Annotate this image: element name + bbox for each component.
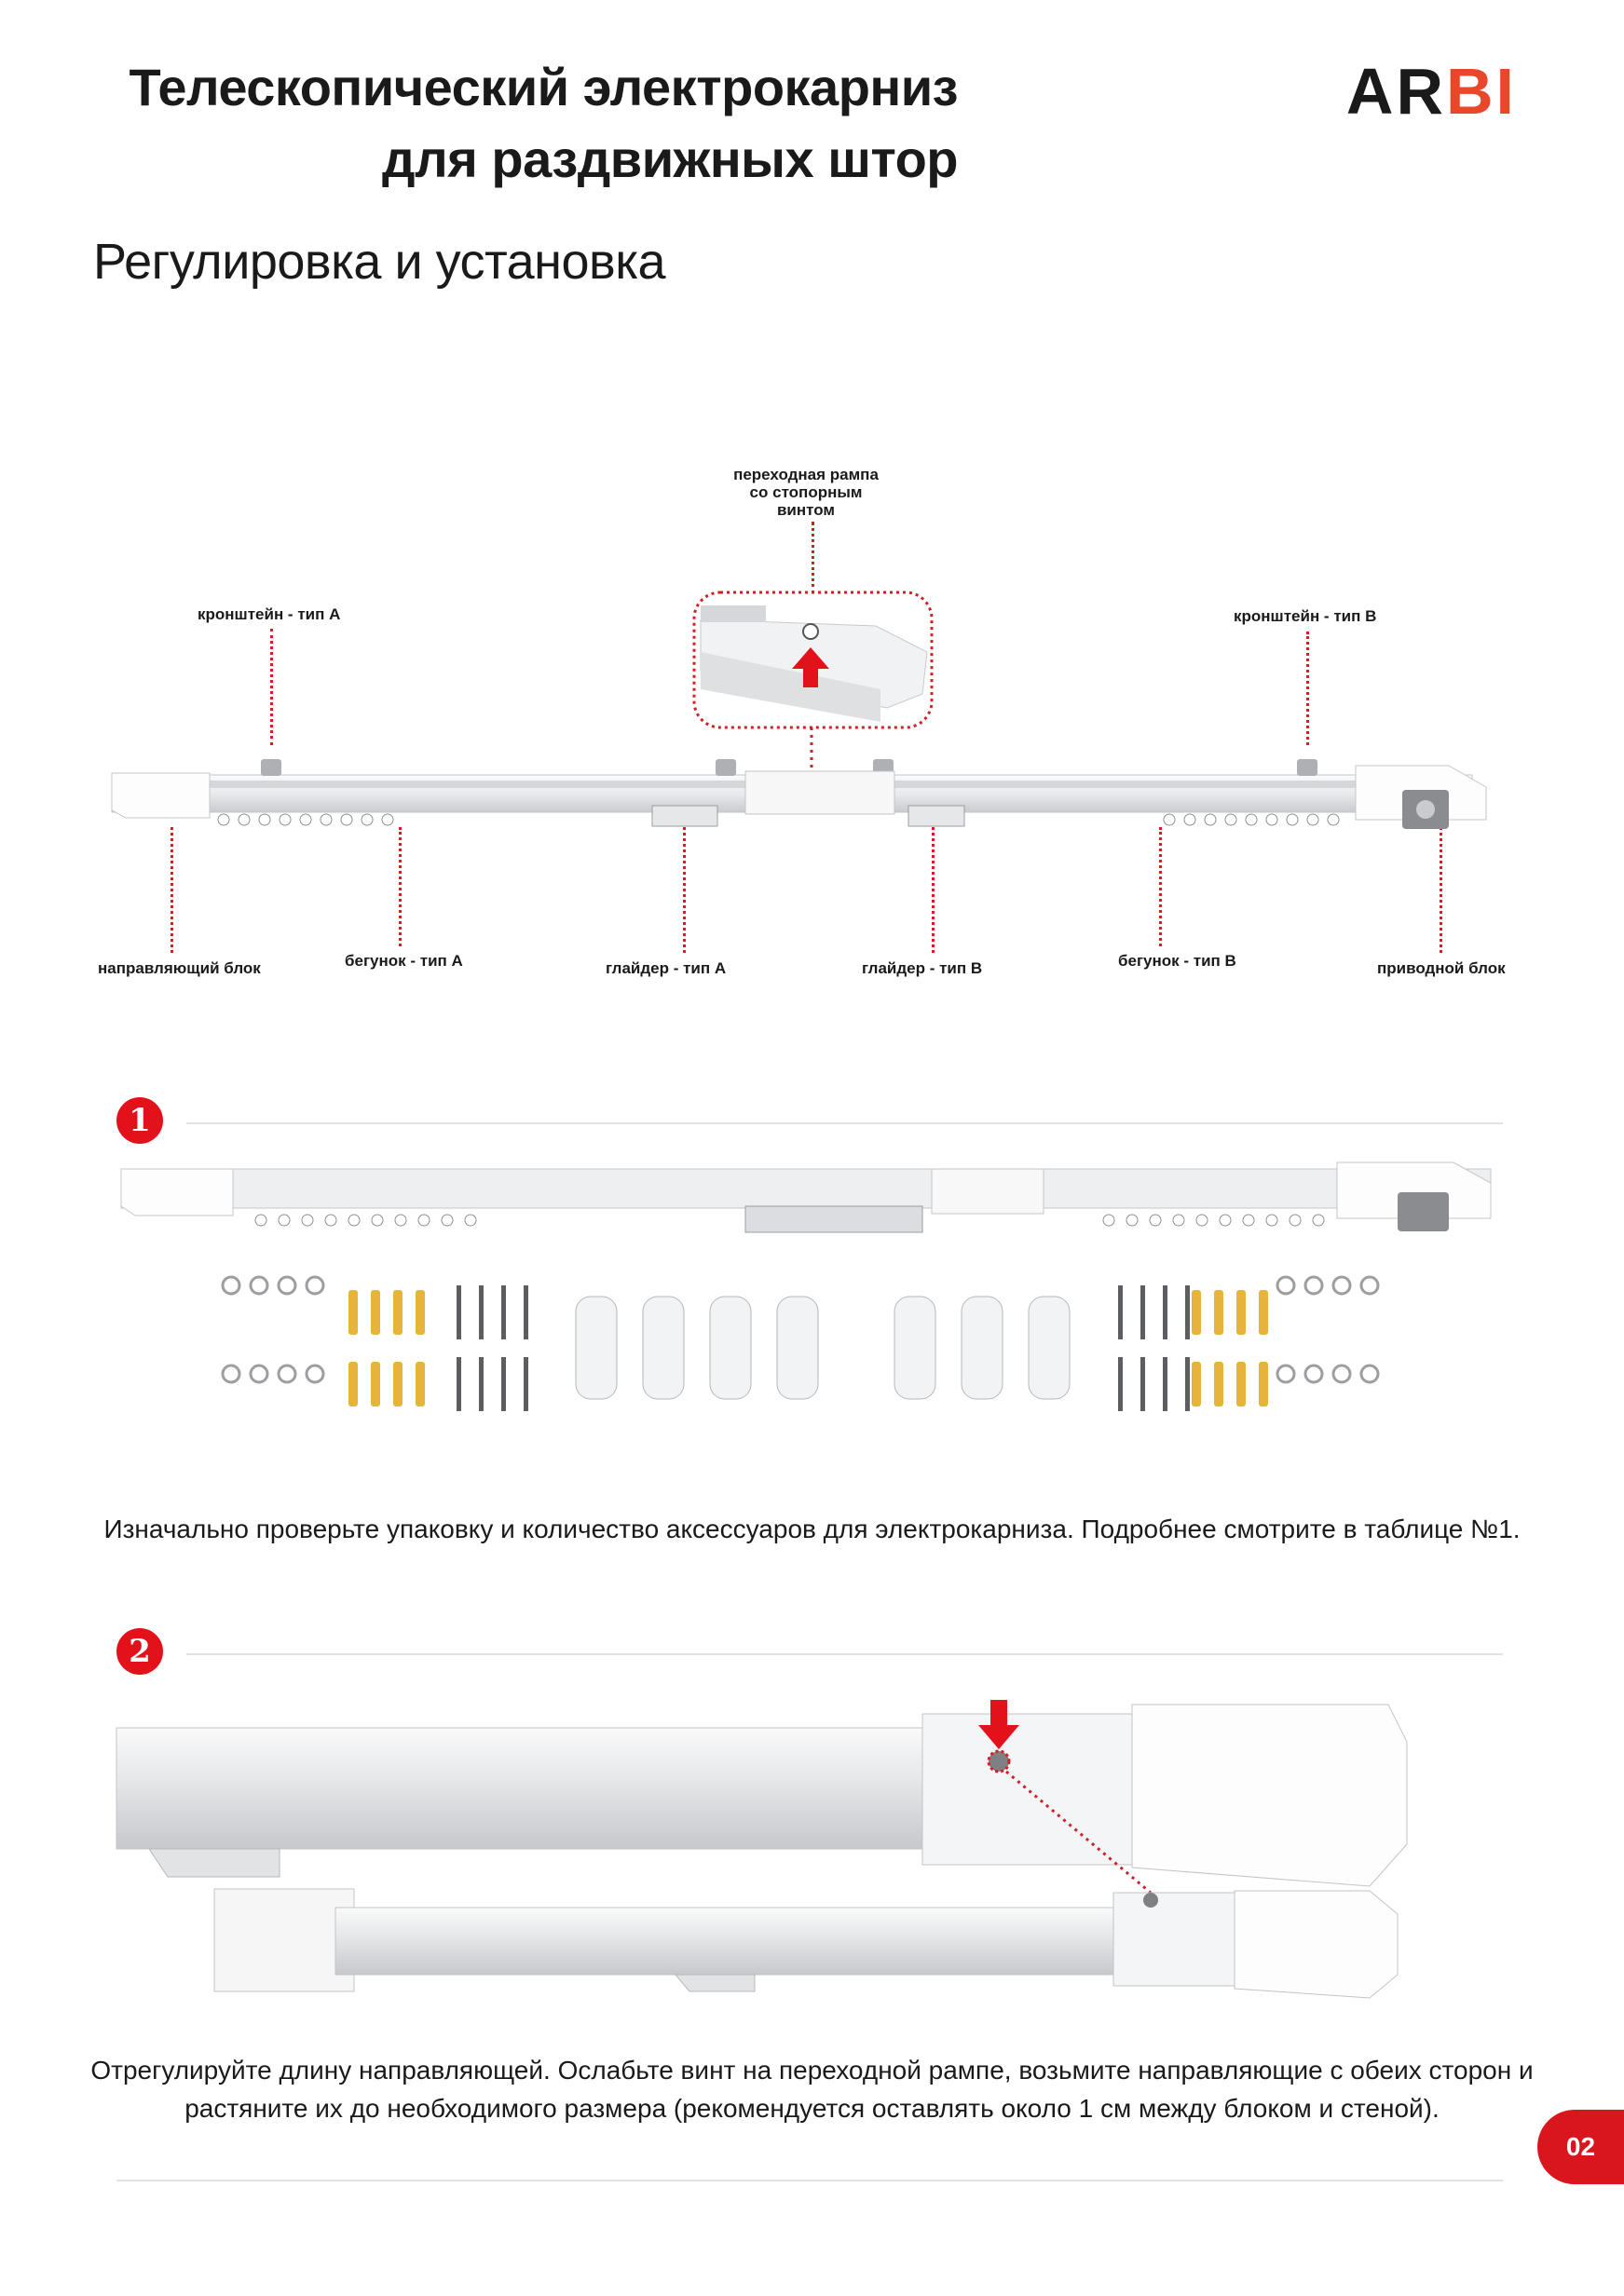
overview-rail-diagram bbox=[111, 591, 1487, 829]
step-2-adjust-illustration bbox=[116, 1700, 1408, 1999]
leader-bracket-b bbox=[1306, 632, 1309, 745]
lower-screw-icon bbox=[1143, 1893, 1158, 1908]
page-number-badge: 02 bbox=[1537, 2110, 1624, 2184]
upper-screw-icon bbox=[987, 1749, 1011, 1773]
red-arrow-down-icon bbox=[978, 1700, 1019, 1749]
step-2-divider bbox=[186, 1653, 1503, 1655]
leader-glider-a bbox=[683, 827, 686, 953]
label-bracket-b: кронштейн - тип В bbox=[1234, 607, 1377, 625]
title-line-2: для раздвижных штор bbox=[382, 129, 958, 188]
label-guide-block: направляющий блок bbox=[98, 959, 261, 977]
leader-runner-b bbox=[1159, 827, 1162, 946]
footer-divider bbox=[116, 2180, 1503, 2181]
leader-glider-b bbox=[932, 827, 935, 953]
title-line-1: Телескопический электрокарниз bbox=[129, 58, 958, 116]
dowels bbox=[348, 1290, 1268, 1406]
hooks-left bbox=[221, 1275, 1380, 1384]
leader-bracket-a bbox=[270, 629, 273, 745]
label-runner-a: бегунок - тип А bbox=[345, 952, 463, 970]
label-ramp: переходная рампа со стопорным винтом bbox=[733, 466, 879, 519]
step-2-text: Отрегулируйте длину направляющей. Ослабь… bbox=[90, 2056, 1534, 2123]
label-glider-b: глайдер - тип В bbox=[862, 959, 983, 977]
step-1-kit-illustration bbox=[120, 1162, 1492, 1411]
label-runner-b: бегунок - тип В bbox=[1118, 952, 1236, 970]
lock-screw-icon bbox=[802, 623, 819, 640]
red-arrow-up-icon bbox=[792, 647, 829, 687]
screws bbox=[457, 1285, 1190, 1411]
section-subtitle: Регулировка и установка bbox=[93, 234, 666, 290]
drive-end-cap-shape bbox=[1131, 1704, 1408, 1887]
step-2-badge: 2 bbox=[116, 1628, 163, 1675]
label-bracket-a: кронштейн - тип А bbox=[198, 605, 341, 623]
step-1-divider bbox=[186, 1122, 1503, 1124]
leader-drive-block bbox=[1440, 827, 1442, 953]
label-drive-block: приводной блок bbox=[1377, 959, 1506, 977]
leader-guide-block bbox=[171, 827, 173, 953]
step-1-badge: 1 bbox=[116, 1097, 163, 1144]
leader-runner-a bbox=[399, 827, 402, 946]
leader-ramp bbox=[812, 522, 814, 594]
guide-block-shape bbox=[111, 772, 211, 819]
step-1-text: Изначально проверьте упаковку и количест… bbox=[103, 1515, 1521, 1543]
label-glider-a: глайдер - тип А bbox=[606, 959, 727, 977]
brand-logo: ARBI bbox=[1345, 55, 1517, 128]
mounting-brackets bbox=[575, 1296, 1071, 1400]
